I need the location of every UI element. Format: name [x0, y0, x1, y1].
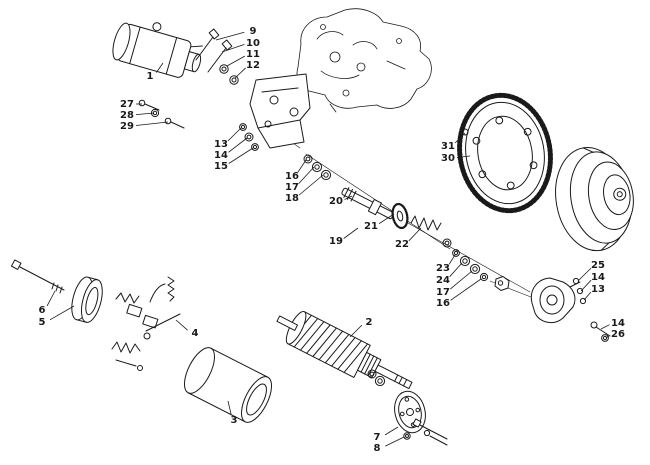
- drive-spring: [410, 215, 442, 231]
- callout-label: 6: [39, 305, 46, 316]
- ring-gear: [457, 92, 553, 214]
- callout-leader: [221, 44, 245, 53]
- end-frame: [71, 276, 103, 323]
- callout-leader: [234, 67, 246, 79]
- end-cap-bolts: [403, 418, 448, 446]
- hex-nut: [494, 276, 510, 291]
- callout-leader: [450, 278, 482, 301]
- callout-leader: [600, 324, 610, 330]
- callout-leader: [46, 290, 56, 307]
- callout-leader: [226, 55, 245, 67]
- callout-leader: [448, 254, 456, 265]
- callout-leader: [384, 426, 399, 436]
- callout-label: 13: [591, 284, 605, 295]
- armature-washers: [367, 369, 386, 387]
- bracket-screws: [138, 99, 185, 129]
- callout-leader: [349, 324, 363, 338]
- callout-label: 15: [214, 161, 228, 172]
- callout-leader: [228, 137, 248, 153]
- callout-label: 2: [366, 317, 373, 328]
- mounting-bracket: [249, 73, 311, 149]
- callout-label: 20: [329, 196, 343, 207]
- callout-leader: [580, 279, 592, 292]
- callout-leader: [227, 127, 242, 142]
- callout-label: 30: [441, 153, 455, 164]
- engine-silhouette: [296, 8, 432, 113]
- shaft-hardware: [452, 249, 510, 291]
- callout-label: 1: [147, 71, 154, 82]
- callout-leader: [135, 121, 169, 126]
- brush-assembly: [111, 276, 181, 371]
- callout-label: 8: [374, 443, 381, 454]
- callout-label: 11: [246, 49, 260, 60]
- callout-leader: [378, 213, 395, 225]
- callout-leader: [454, 132, 466, 144]
- callout-label: 10: [246, 38, 260, 49]
- callout-label: 28: [120, 110, 134, 121]
- callout-leader: [298, 166, 315, 184]
- callout-label: 31: [441, 141, 455, 152]
- callout-label: 7: [374, 432, 381, 443]
- callout-label: 12: [246, 60, 260, 71]
- callout-label: 3: [231, 415, 238, 426]
- ring-gear-bolt: [461, 128, 469, 136]
- callout-label: 18: [285, 193, 299, 204]
- drive-end-housing: [530, 277, 587, 324]
- clutch-drum: [555, 146, 634, 252]
- callout-label: 29: [120, 121, 134, 132]
- callout-label: 21: [364, 221, 378, 232]
- callout-leader: [297, 159, 307, 173]
- motor-housing: [183, 347, 273, 423]
- callout-label: 23: [436, 263, 450, 274]
- thrust-washers: [303, 154, 332, 181]
- callout-leader: [298, 174, 324, 196]
- pinion-gear: [391, 202, 409, 230]
- callout-label: 5: [39, 317, 46, 328]
- callout-leader: [605, 335, 610, 339]
- callout-leader: [456, 155, 471, 158]
- callout-leader: [408, 227, 422, 242]
- callout-leader: [215, 31, 245, 41]
- callout-label: 14: [611, 318, 625, 329]
- callout-label: 26: [611, 329, 625, 340]
- callout-leader: [344, 195, 353, 200]
- through-bolt: [10, 259, 65, 294]
- callout-label: 13: [214, 139, 228, 150]
- callout-leader: [577, 267, 592, 282]
- callout-leader: [49, 305, 75, 321]
- callout-leader: [227, 400, 232, 416]
- callout-leader: [175, 319, 188, 331]
- callout-label: 16: [285, 171, 299, 182]
- callout-label: 22: [395, 239, 409, 250]
- callout-leader: [156, 62, 164, 73]
- callout-label: 14: [591, 272, 605, 283]
- callout-label: 17: [436, 287, 450, 298]
- callout-label: 14: [214, 150, 228, 161]
- bracket-washers: [239, 123, 259, 151]
- callout-leader: [450, 270, 473, 290]
- callout-label: 9: [250, 26, 257, 37]
- callout-label: 17: [285, 182, 299, 193]
- housing-bolt: [590, 321, 611, 342]
- callout-leader: [385, 436, 405, 447]
- callout-label: 27: [120, 99, 134, 110]
- callout-label: 19: [329, 236, 343, 247]
- drive-shaft-assembly: [341, 187, 452, 248]
- callout-leader: [583, 291, 592, 301]
- starter-motor: [112, 22, 203, 78]
- callout-leader: [343, 227, 359, 239]
- callout-leader: [135, 112, 155, 115]
- armature: [276, 310, 413, 390]
- callout-leader: [228, 147, 254, 164]
- callout-label: 24: [436, 275, 450, 286]
- callout-label: 25: [591, 260, 605, 271]
- callout-label: 16: [436, 298, 450, 309]
- callout-leader: [449, 262, 463, 277]
- starter-bolts-washers: [195, 28, 239, 85]
- callout-label: 4: [192, 328, 199, 339]
